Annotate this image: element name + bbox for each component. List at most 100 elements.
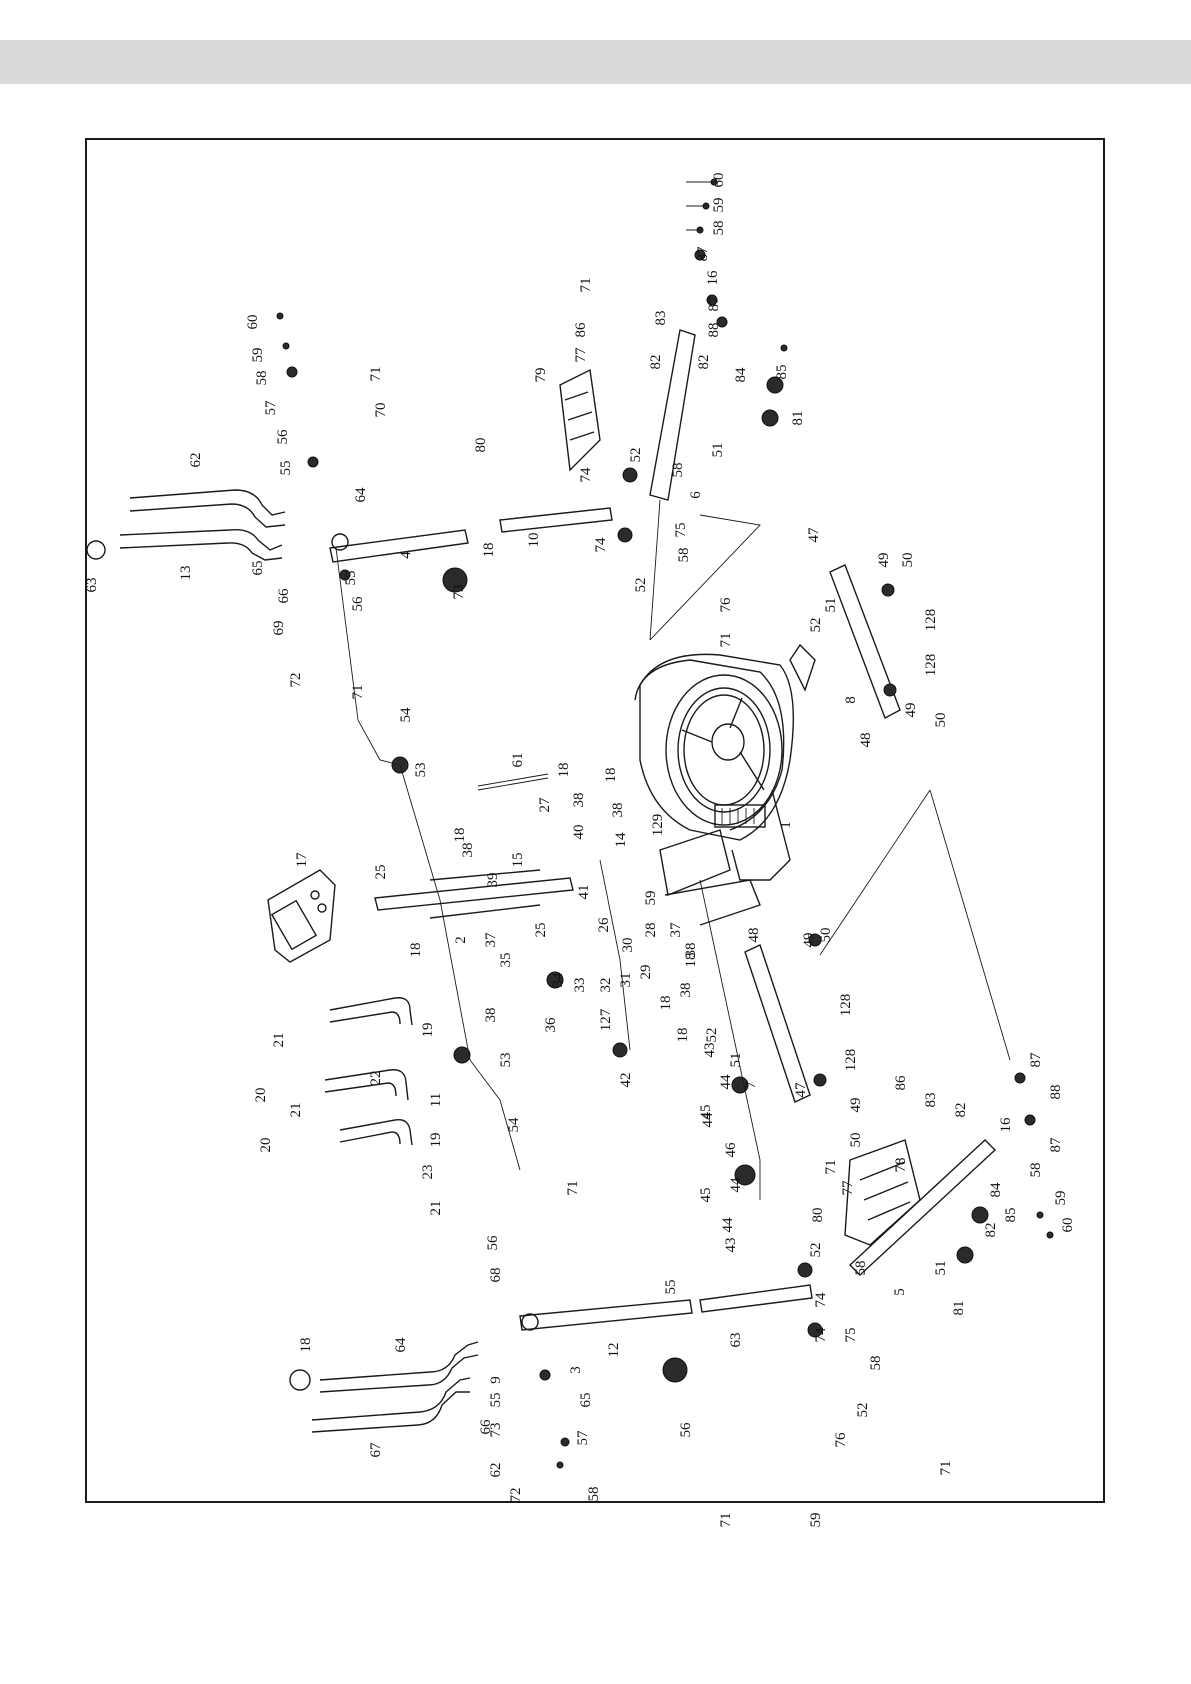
part-label-55: 55	[278, 461, 294, 476]
part-label-127: 127	[598, 1008, 614, 1031]
part-label-18: 18	[683, 953, 699, 968]
part-label-56: 56	[275, 429, 291, 445]
part-label-50: 50	[818, 928, 834, 943]
part-label-25: 25	[533, 923, 549, 938]
part-label-58: 58	[676, 548, 692, 563]
part-label-71: 71	[368, 367, 384, 382]
part-label-66: 66	[478, 1419, 494, 1435]
part-label-67: 67	[368, 1442, 384, 1458]
diagram-frame	[85, 138, 1105, 1503]
part-label-43: 43	[723, 1238, 739, 1253]
part-label-58: 58	[670, 463, 686, 478]
part-label-82: 82	[648, 355, 664, 370]
part-label-58: 58	[254, 371, 270, 386]
part-label-128: 128	[838, 994, 854, 1017]
part-label-20: 20	[253, 1088, 269, 1103]
part-label-25: 25	[373, 865, 389, 880]
part-label-52: 52	[704, 1028, 720, 1043]
part-label-23: 23	[420, 1165, 436, 1180]
part-label-81: 81	[790, 411, 806, 426]
part-label-49: 49	[903, 703, 919, 718]
part-label-18: 18	[556, 763, 572, 778]
flywheel-housing	[634, 643, 816, 881]
part-label-20: 20	[258, 1138, 274, 1153]
part-label-82: 82	[983, 1223, 999, 1238]
part-label-49: 49	[848, 1098, 864, 1113]
part-label-56: 56	[678, 1422, 694, 1438]
part-label-88: 88	[706, 323, 722, 338]
part-label-22: 22	[368, 1071, 384, 1086]
part-label-60: 60	[1060, 1218, 1076, 1233]
part-label-76: 76	[833, 1432, 849, 1448]
part-label-64: 64	[353, 487, 369, 503]
part-label-39: 39	[485, 873, 501, 888]
part-label-47: 47	[793, 1082, 809, 1098]
part-label-59: 59	[808, 1513, 824, 1528]
part-label-63: 63	[84, 578, 100, 593]
part-label-10: 10	[526, 533, 542, 548]
part-label-74: 74	[813, 1327, 829, 1343]
part-label-82: 82	[696, 355, 712, 370]
pedal-arms	[559, 329, 997, 1276]
part-label-63: 63	[728, 1333, 744, 1348]
part-label-38: 38	[683, 943, 699, 958]
part-label-75: 75	[673, 523, 689, 538]
part-label-77: 77	[840, 1180, 856, 1196]
part-label-59: 59	[1053, 1191, 1069, 1206]
part-label-18: 18	[603, 768, 619, 783]
part-label-83: 83	[923, 1093, 939, 1108]
part-label-79: 79	[533, 368, 549, 383]
part-label-84: 84	[988, 1182, 1004, 1198]
part-label-30: 30	[620, 938, 636, 953]
part-label-29: 29	[638, 965, 654, 980]
part-label-73: 73	[488, 1423, 504, 1438]
part-label-51: 51	[823, 598, 839, 613]
part-label-37: 37	[483, 932, 499, 948]
part-label-71: 71	[565, 1181, 581, 1196]
part-label-87: 87	[706, 296, 722, 312]
part-label-44: 44	[700, 1112, 716, 1128]
part-label-64: 64	[393, 1337, 409, 1353]
part-label-45: 45	[698, 1188, 714, 1203]
part-label-50: 50	[933, 713, 949, 728]
part-label-19: 19	[420, 1023, 436, 1038]
part-label-15: 15	[510, 853, 526, 868]
part-label-71: 71	[578, 278, 594, 293]
part-label-32: 32	[598, 978, 614, 993]
parts-group	[86, 178, 1054, 1469]
part-label-13: 13	[178, 566, 194, 581]
part-label-36: 36	[543, 1017, 559, 1033]
part-label-76: 76	[718, 597, 734, 613]
part-label-59: 59	[643, 891, 659, 906]
part-label-7: 7	[743, 1081, 759, 1089]
part-label-57: 57	[575, 1430, 591, 1446]
part-label-38: 38	[571, 793, 587, 808]
part-label-49: 49	[801, 933, 817, 948]
part-label-18: 18	[481, 543, 497, 558]
part-label-8: 8	[843, 696, 859, 704]
part-label-2: 2	[453, 936, 469, 944]
part-label-21: 21	[288, 1103, 304, 1118]
part-label-52: 52	[628, 448, 644, 463]
part-label-50: 50	[848, 1133, 864, 1148]
part-label-87: 87	[1048, 1137, 1064, 1153]
part-label-21: 21	[428, 1201, 444, 1216]
part-label-44: 44	[728, 1177, 744, 1193]
part-label-71: 71	[718, 1513, 734, 1528]
part-label-51: 51	[728, 1053, 744, 1068]
part-label-52: 52	[633, 578, 649, 593]
part-label-87: 87	[695, 246, 711, 262]
part-label-26: 26	[596, 917, 612, 933]
spring	[477, 773, 549, 791]
part-label-5: 5	[892, 1288, 908, 1296]
part-label-80: 80	[473, 438, 489, 453]
part-label-61: 61	[510, 753, 526, 768]
leader-lines	[335, 181, 1011, 1200]
part-label-42: 42	[618, 1073, 634, 1088]
part-label-56: 56	[350, 596, 366, 612]
part-label-38: 38	[678, 983, 694, 998]
part-label-54: 54	[506, 1117, 522, 1133]
part-label-74: 74	[813, 1292, 829, 1308]
part-label-71: 71	[718, 633, 734, 648]
part-label-55: 55	[488, 1393, 504, 1408]
